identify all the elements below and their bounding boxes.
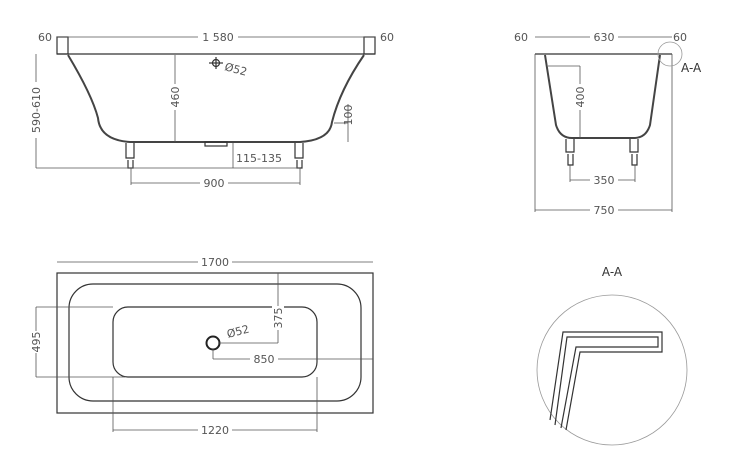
drain-marker [209,57,223,69]
dim-width-inner: 630 [594,31,615,44]
rim-section-profile [549,331,663,431]
dim-drain-offset-x: 850 [254,353,275,366]
detail-circle [536,294,688,446]
dim-bottom-length: 1220 [201,424,229,437]
dim-flange-left: 60 [514,31,528,44]
section-marker-circle [657,41,683,67]
end-view: 60 630 60 400 350 750 A-A [514,30,702,217]
dim-drain-diameter: Ø52 [225,322,250,340]
tub-profile [544,54,661,139]
dim-length: 1700 [201,256,229,269]
dim-depth: 460 [169,87,182,108]
dim-leg-adjust: 115-135 [236,152,282,165]
basin-bottom [112,306,318,378]
plan-view: 1700 495 375 Ø52 850 1220 [30,256,374,437]
rim-section-inner [554,336,659,429]
dim-length-inner: 1 580 [202,31,234,44]
drain-hole [205,335,221,351]
left-leg [565,139,575,166]
inner-basin [68,283,362,402]
outer-rim [56,272,374,414]
dim-bottom-width: 495 [30,332,43,353]
right-leg [629,139,639,166]
dim-drain-diameter: Ø52 [223,60,248,78]
dim-leg-spacing: 350 [594,174,615,187]
dim-rim-step: 100 [342,105,355,126]
side-view: 60 1 580 60 590-610 460 Ø52 100 115-135 … [30,30,394,190]
dim-depth: 400 [574,87,587,108]
right-leg [294,143,304,169]
dim-drain-offset-y: 375 [272,308,285,329]
drain-outlet [204,141,228,147]
left-leg [125,143,135,169]
dim-flange-right: 60 [380,31,394,44]
dim-total-height: 590-610 [30,87,43,133]
dim-flange-right: 60 [673,31,687,44]
right-flange [363,36,376,55]
detail-title: A-A [602,265,623,279]
dim-total-width: 750 [594,204,615,217]
dim-flange-left: 60 [38,31,52,44]
section-marker-label: A-A [681,61,702,75]
dim-leg-spacing: 900 [204,177,225,190]
left-flange [56,36,69,55]
detail-section-a-a: A-A [536,265,688,446]
